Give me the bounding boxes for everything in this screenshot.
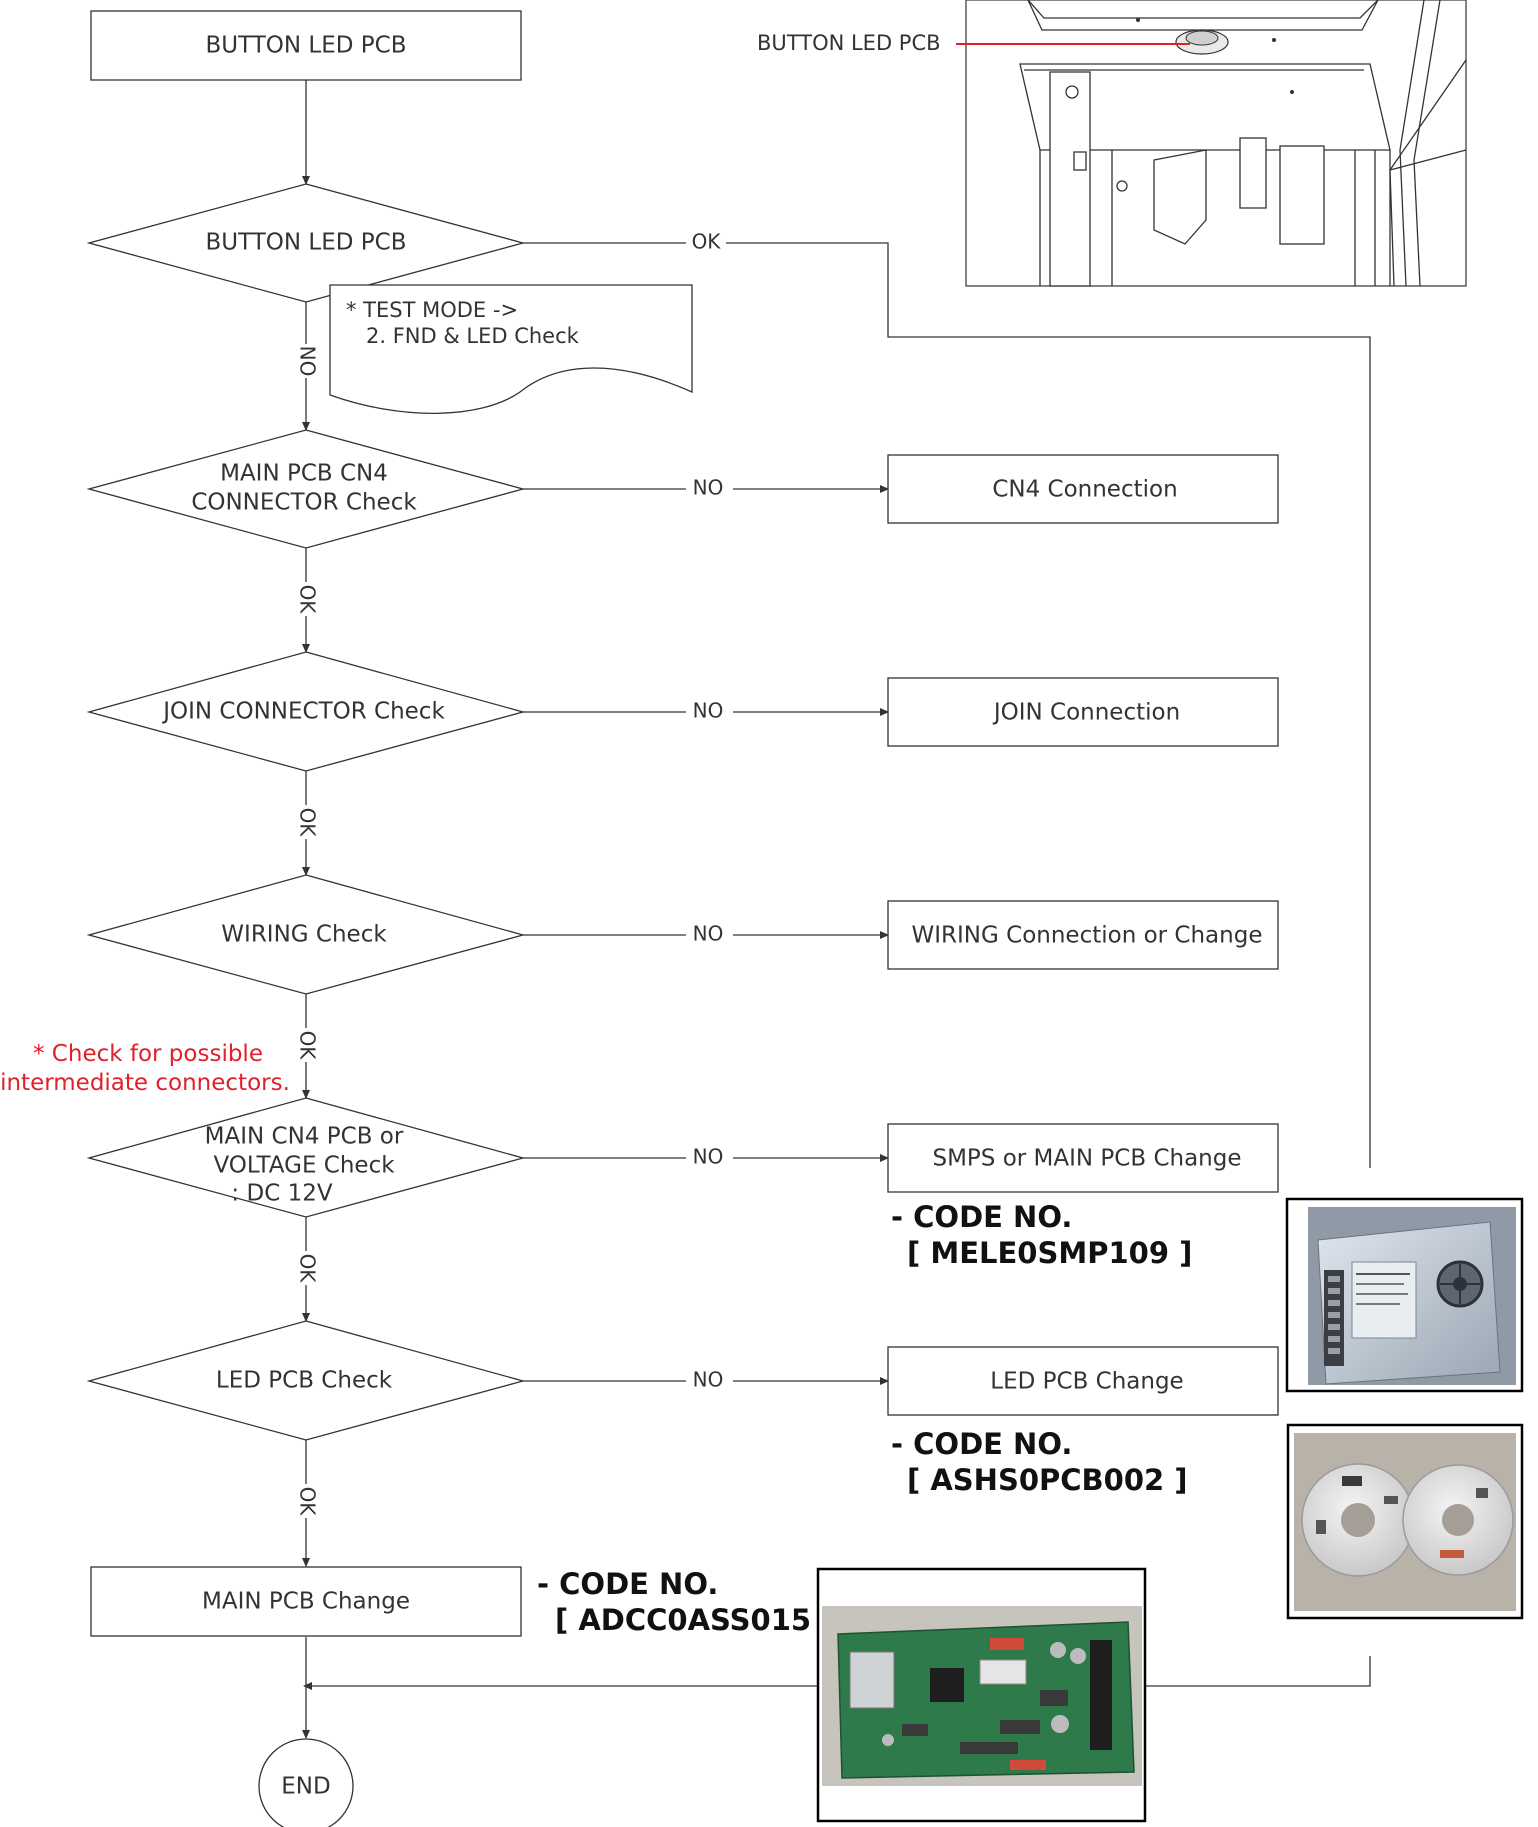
start-box-label: BUTTON LED PCB [205, 33, 406, 59]
smps-code-line-1: - CODE NO. [891, 1200, 1072, 1234]
decision-cn4-connector [86, 429, 526, 549]
decision-led-pcb [86, 1320, 526, 1441]
decision-6-label: LED PCB Check [216, 1368, 393, 1394]
led-pcb-photo [1286, 1423, 1524, 1620]
action-3-label: WIRING Connection or Change [912, 923, 1263, 949]
action-cn4-connection [887, 454, 1279, 524]
action-1-label: CN4 Connection [992, 477, 1177, 503]
action-wiring-connection [887, 900, 1279, 970]
decision-4-label: WIRING Check [221, 922, 387, 948]
test-mode-note [329, 284, 693, 415]
led-code-line-2: [ ASHS0PCB002 ] [907, 1463, 1188, 1497]
edge-ok-label: OK [692, 230, 722, 254]
cabinet-drawing [965, 0, 1467, 287]
decision-5-line-3: : DC 12V [231, 1181, 332, 1207]
end-label: END [281, 1774, 330, 1800]
main-code-line-2: [ ADCC0ASS015 ] [555, 1603, 834, 1637]
main-code-line-1: - CODE NO. [537, 1567, 718, 1601]
note-line-1: * TEST MODE -> [346, 298, 518, 322]
smps-photo [1285, 1197, 1524, 1393]
led-code-line-1: - CODE NO. [891, 1427, 1072, 1461]
action-5-label: LED PCB Change [990, 1369, 1183, 1395]
decision-wiring [86, 874, 526, 995]
start-box [90, 10, 522, 81]
red-note-line-2: intermediate connectors. [0, 1070, 290, 1096]
edge-no-label: NO [693, 922, 724, 946]
action-2-label: JOIN Connection [992, 700, 1180, 726]
action-6-label: MAIN PCB Change [202, 1589, 410, 1615]
action-smps-change [887, 1123, 1279, 1193]
edge-ok-label: OK [296, 585, 320, 615]
decision-join-connector [86, 651, 526, 772]
end-terminal [258, 1738, 354, 1827]
edge-no-label: NO [693, 1368, 724, 1392]
edge-no-label: NO [693, 476, 724, 500]
main-pcb-photo [816, 1567, 1147, 1823]
red-note-line-1: * Check for possible [33, 1041, 263, 1067]
decision-1-label: BUTTON LED PCB [205, 230, 406, 256]
edge-ok-label: OK [296, 1254, 320, 1284]
decision-button-led-pcb [86, 183, 526, 303]
edge-no-label: NO [693, 1145, 724, 1169]
decision-5-line-2: VOLTAGE Check [213, 1153, 395, 1179]
edge-ok-label: OK [296, 808, 320, 838]
edge-no-label: NO [693, 699, 724, 723]
edge-ok-label: OK [296, 1031, 320, 1061]
decision-voltage [86, 1097, 526, 1218]
action-4-label: SMPS or MAIN PCB Change [932, 1146, 1241, 1172]
decision-5-line-1: MAIN CN4 PCB or [205, 1124, 404, 1150]
action-led-pcb-change [887, 1346, 1279, 1416]
action-main-pcb-change [90, 1566, 522, 1637]
note-line-2: 2. FND & LED Check [366, 324, 580, 348]
edge-no-label: NO [296, 346, 320, 377]
cabinet-callout-label: BUTTON LED PCB [757, 31, 941, 55]
smps-code-line-2: [ MELE0SMP109 ] [907, 1236, 1192, 1270]
decision-2-line-1: MAIN PCB CN4 [220, 461, 388, 487]
decision-3-label: JOIN CONNECTOR Check [161, 699, 445, 725]
decision-2-line-2: CONNECTOR Check [191, 490, 417, 516]
edge-ok-label: OK [296, 1487, 320, 1517]
action-join-connection [887, 677, 1279, 747]
